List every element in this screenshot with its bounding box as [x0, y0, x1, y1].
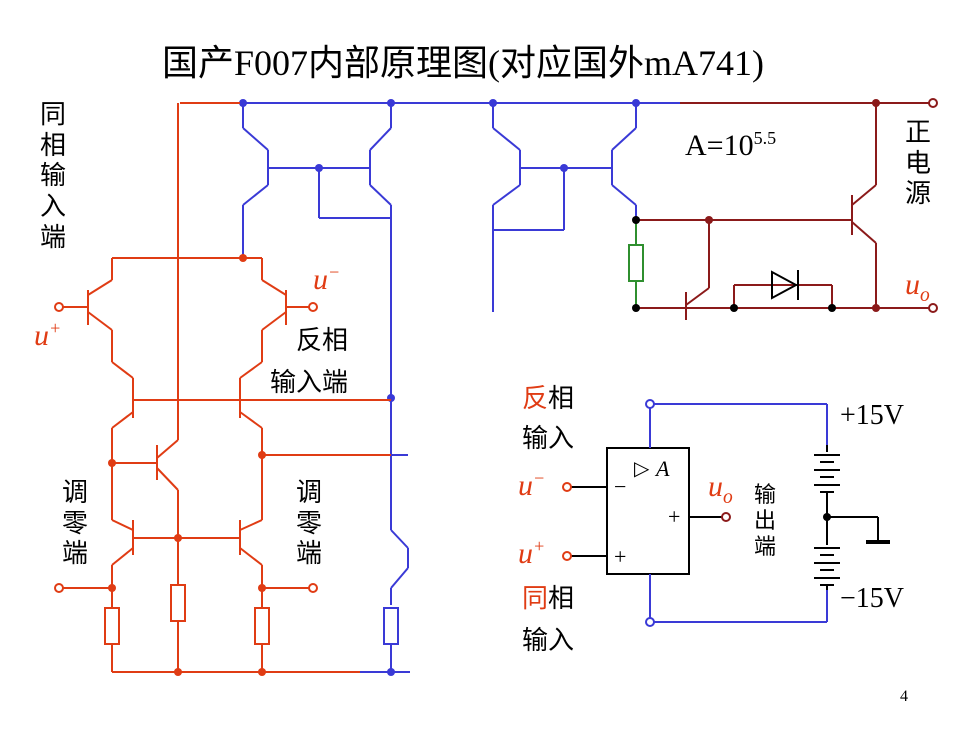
inv-input-label-1: 反相 — [296, 326, 349, 356]
supply-wires — [649, 403, 828, 623]
noninv-input-char-3: 输 — [40, 161, 67, 192]
minus-15v-label: −15V — [840, 583, 905, 614]
symbol-amp-tri: ▷ — [634, 458, 650, 480]
batteries — [814, 445, 879, 590]
maroon-terminals — [928, 98, 938, 313]
zero-adjust-right-label: 调 零 端 — [296, 478, 323, 570]
black-dots — [632, 216, 836, 312]
gain-exponent: 5.5 — [753, 128, 777, 148]
pos-supply-char-3: 源 — [905, 179, 932, 210]
pos-supply-label-vertical: 正 电 源 — [905, 118, 931, 210]
noninv-input-char-4: 入 — [40, 192, 67, 223]
diode — [771, 270, 799, 300]
blue-network — [240, 102, 680, 673]
symbol-amp-A: A — [656, 456, 670, 481]
noninv-input-label-vertical: 同 相 输 入 端 — [40, 100, 66, 253]
red-terminals — [54, 302, 318, 593]
symbol-u-plus: u+ — [518, 536, 546, 570]
symbol-output-plus: + — [668, 504, 681, 529]
symbol-u-o: uo — [708, 470, 733, 508]
u-minus-label: u− — [313, 262, 341, 296]
zero-adjust-left-label: 调 零 端 — [62, 478, 89, 570]
symbol-u-minus: u− — [518, 468, 546, 502]
noninv-input-char-1: 同 — [40, 100, 67, 130]
red-dots — [108, 254, 266, 676]
u-o-label: uo — [905, 268, 930, 306]
symbol-inv-label-1: 反相 — [522, 384, 575, 414]
red-network — [62, 102, 391, 673]
gain-label: A=105.5 — [685, 128, 776, 163]
pos-supply-char-2: 电 — [905, 148, 932, 179]
page-number: 4 — [900, 688, 908, 705]
slide-title: 国产F007内部原理图(对应国外mA741) — [162, 43, 764, 83]
symbol-inv-label-2: 输入 — [522, 424, 575, 454]
maroon-dots — [705, 99, 880, 312]
gain-base: A=10 — [685, 129, 754, 162]
symbol-noninv-label-1: 同相 — [522, 584, 575, 614]
maroon-network — [636, 102, 930, 320]
inv-input-label-2: 输入端 — [270, 368, 349, 398]
plus-15v-label: +15V — [840, 400, 905, 431]
noninv-input-char-5: 端 — [40, 222, 67, 253]
green-resistor — [628, 220, 644, 308]
ground-node — [823, 513, 831, 521]
pos-supply-char-1: 正 — [905, 118, 932, 148]
symbol-noninv-label-2: 输入 — [522, 626, 575, 656]
opamp-symbol — [570, 447, 723, 575]
symbol-output-label-vertical: 输 出 端 — [754, 483, 777, 560]
u-plus-label: u+ — [34, 318, 62, 352]
symbol-plus-sign: + — [614, 544, 627, 569]
symbol-minus-sign: − — [614, 474, 627, 499]
noninv-input-char-2: 相 — [40, 130, 67, 161]
symbol-terminals — [562, 399, 731, 627]
